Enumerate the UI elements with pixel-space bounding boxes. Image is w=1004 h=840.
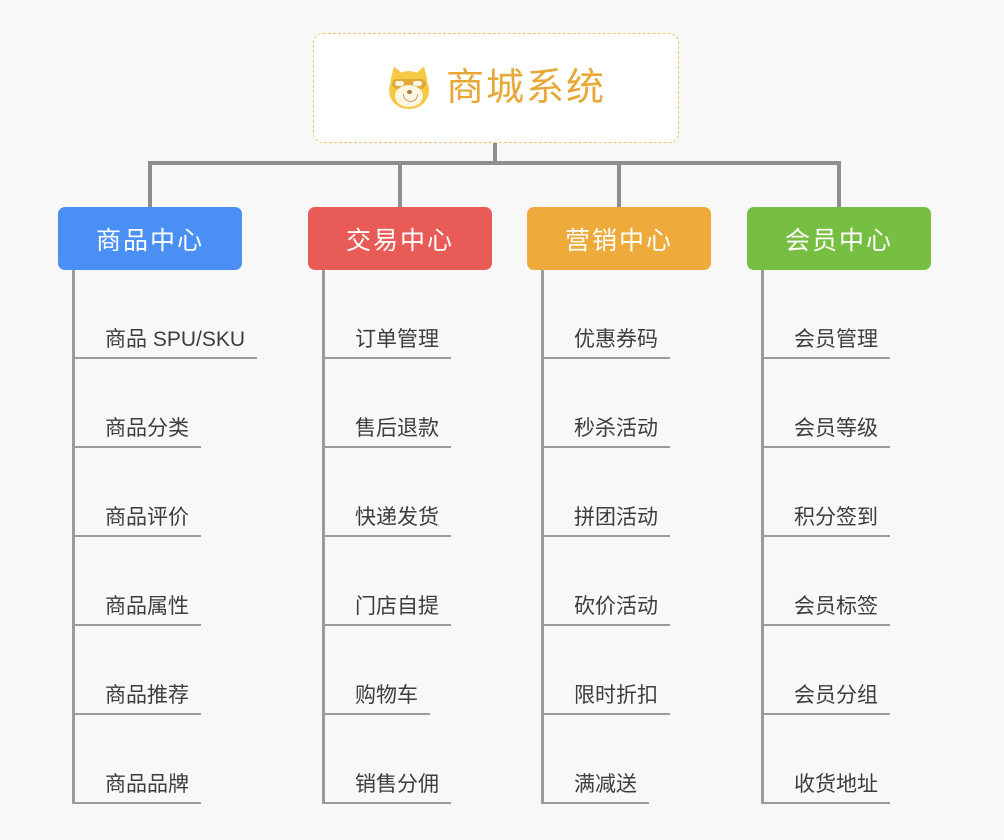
leaf-item[interactable]: 商品属性: [72, 537, 332, 626]
connector-drop-2: [398, 163, 402, 209]
leaf-underline: [72, 357, 258, 359]
leaf-column-1: 商品 SPU/SKU 商品分类 商品评价 商品属性 商品推荐 商品品牌: [72, 270, 332, 804]
leaf-underline: [72, 624, 201, 626]
leaf-column-3: 优惠券码 秒杀活动 拼团活动 砍价活动 限时折扣 满减送: [541, 270, 801, 804]
leaf-label: 商品品牌: [105, 773, 189, 796]
leaf-item[interactable]: 商品品牌: [72, 715, 332, 804]
connector-drop-4: [837, 163, 841, 209]
leaf-label: 秒杀活动: [574, 417, 658, 440]
leaf-label: 商品属性: [105, 595, 189, 618]
leaf-label: 商品 SPU/SKU: [105, 328, 246, 351]
category-box-1[interactable]: 商品中心: [58, 207, 242, 270]
shiba-dog-face-icon: [386, 63, 432, 111]
leaf-underline: [322, 624, 451, 626]
connector-drop-3: [617, 163, 621, 209]
leaf-label: 限时折扣: [574, 684, 658, 707]
leaf-label: 收货地址: [794, 773, 878, 796]
leaf-underline: [761, 357, 890, 359]
leaf-item[interactable]: 满减送: [541, 715, 801, 804]
category-label-3: 营销中心: [564, 226, 673, 255]
leaf-item[interactable]: 会员标签: [761, 537, 1004, 626]
category-label-4: 会员中心: [784, 226, 893, 255]
leaf-label: 订单管理: [355, 328, 439, 351]
leaf-underline: [541, 802, 649, 804]
leaf-label: 门店自提: [355, 595, 439, 618]
leaf-item[interactable]: 秒杀活动: [541, 359, 801, 448]
leaf-label: 优惠券码: [574, 328, 658, 351]
leaf-underline: [72, 713, 201, 715]
leaf-item[interactable]: 优惠券码: [541, 270, 801, 359]
leaf-underline: [761, 624, 890, 626]
category-box-4[interactable]: 会员中心: [747, 207, 931, 270]
leaf-item[interactable]: 购物车: [322, 626, 582, 715]
leaf-underline: [541, 713, 670, 715]
leaf-item[interactable]: 商品 SPU/SKU: [72, 270, 332, 359]
leaf-item[interactable]: 限时折扣: [541, 626, 801, 715]
leaf-item[interactable]: 拼团活动: [541, 448, 801, 537]
leaf-item[interactable]: 收货地址: [761, 715, 1004, 804]
leaf-underline: [322, 446, 451, 448]
leaf-underline: [322, 535, 451, 537]
leaf-item[interactable]: 快递发货: [322, 448, 582, 537]
leaf-label: 积分签到: [794, 506, 878, 529]
leaf-label: 满减送: [574, 773, 637, 796]
leaf-label: 会员标签: [794, 595, 878, 618]
leaf-label: 拼团活动: [574, 506, 658, 529]
leaf-underline: [761, 802, 890, 804]
leaf-column-2: 订单管理 售后退款 快递发货 门店自提 购物车 销售分佣: [322, 270, 582, 804]
leaf-item[interactable]: 商品评价: [72, 448, 332, 537]
leaf-underline: [322, 802, 451, 804]
category-label-2: 交易中心: [345, 226, 454, 255]
leaf-label: 会员管理: [794, 328, 878, 351]
leaf-underline: [541, 446, 670, 448]
leaf-label: 商品评价: [105, 506, 189, 529]
leaf-item[interactable]: 商品分类: [72, 359, 332, 448]
leaf-label: 销售分佣: [355, 773, 439, 796]
leaf-item[interactable]: 商品推荐: [72, 626, 332, 715]
leaf-column-4: 会员管理 会员等级 积分签到 会员标签 会员分组 收货地址: [761, 270, 1004, 804]
leaf-spine-1: [72, 270, 75, 804]
leaf-item[interactable]: 售后退款: [322, 359, 582, 448]
leaf-label: 购物车: [355, 684, 418, 707]
leaf-label: 商品分类: [105, 417, 189, 440]
leaf-underline: [541, 624, 670, 626]
leaf-label: 会员等级: [794, 417, 878, 440]
connector-root-stem: [493, 143, 497, 163]
connector-drop-1: [148, 163, 152, 209]
leaf-label: 砍价活动: [574, 595, 658, 618]
leaf-underline: [72, 446, 201, 448]
leaf-item[interactable]: 门店自提: [322, 537, 582, 626]
leaf-item[interactable]: 会员等级: [761, 359, 1004, 448]
connector-horizontal-bus: [148, 161, 841, 165]
leaf-spine-4: [761, 270, 764, 804]
leaf-underline: [541, 535, 670, 537]
category-box-3[interactable]: 营销中心: [527, 207, 711, 270]
leaf-underline: [322, 713, 430, 715]
category-box-2[interactable]: 交易中心: [308, 207, 492, 270]
leaf-underline: [72, 802, 201, 804]
root-title: 商城系统: [445, 67, 606, 109]
leaf-label: 商品推荐: [105, 684, 189, 707]
leaf-underline: [72, 535, 201, 537]
leaf-label: 快递发货: [355, 506, 439, 529]
category-label-1: 商品中心: [95, 226, 204, 255]
leaf-item[interactable]: 会员管理: [761, 270, 1004, 359]
leaf-spine-2: [322, 270, 325, 804]
leaf-underline: [761, 535, 890, 537]
leaf-label: 会员分组: [794, 684, 878, 707]
leaf-underline: [322, 357, 451, 359]
leaf-label: 售后退款: [355, 417, 439, 440]
leaf-item[interactable]: 积分签到: [761, 448, 1004, 537]
leaf-spine-3: [541, 270, 544, 804]
leaf-item[interactable]: 订单管理: [322, 270, 582, 359]
leaf-underline: [761, 713, 890, 715]
leaf-item[interactable]: 砍价活动: [541, 537, 801, 626]
leaf-item[interactable]: 会员分组: [761, 626, 1004, 715]
leaf-underline: [761, 446, 890, 448]
leaf-item[interactable]: 销售分佣: [322, 715, 582, 804]
leaf-underline: [541, 357, 670, 359]
root-node[interactable]: 商城系统: [313, 33, 679, 143]
